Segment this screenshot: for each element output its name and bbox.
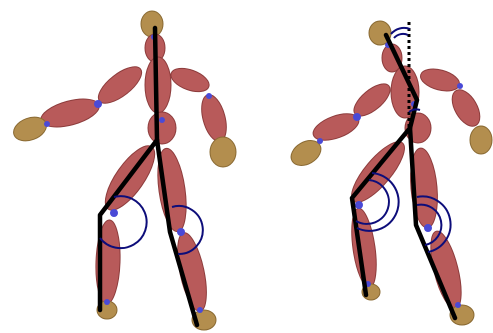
left-joint	[177, 228, 185, 236]
right-joint	[424, 224, 432, 232]
right-joint	[457, 83, 463, 89]
left-joint	[197, 307, 203, 313]
left-upper-arm-b	[168, 64, 212, 96]
right-hand-b	[470, 126, 492, 154]
left-spine-line	[155, 28, 157, 140]
right-joint	[317, 138, 323, 144]
left-figure	[10, 11, 236, 330]
left-joint	[94, 100, 102, 108]
right-upper-arm-b	[418, 65, 462, 95]
right-joint	[355, 201, 363, 209]
left-figure-body	[10, 11, 236, 330]
right-neck-arc-outer	[391, 28, 410, 34]
right-joint	[353, 113, 361, 121]
left-joint	[104, 299, 110, 305]
left-hand-b	[210, 137, 236, 167]
right-neck-arc-inner	[394, 34, 408, 38]
left-pelvis	[148, 112, 176, 144]
right-figure	[287, 21, 492, 325]
left-joint	[206, 93, 212, 99]
left-joint	[110, 209, 118, 217]
left-head	[141, 11, 163, 37]
right-joint	[455, 302, 461, 308]
left-forearm-b	[197, 92, 231, 144]
right-figure-body	[287, 21, 492, 325]
left-joint	[44, 121, 50, 127]
right-forearm-b	[446, 85, 485, 131]
left-joint	[159, 117, 165, 123]
